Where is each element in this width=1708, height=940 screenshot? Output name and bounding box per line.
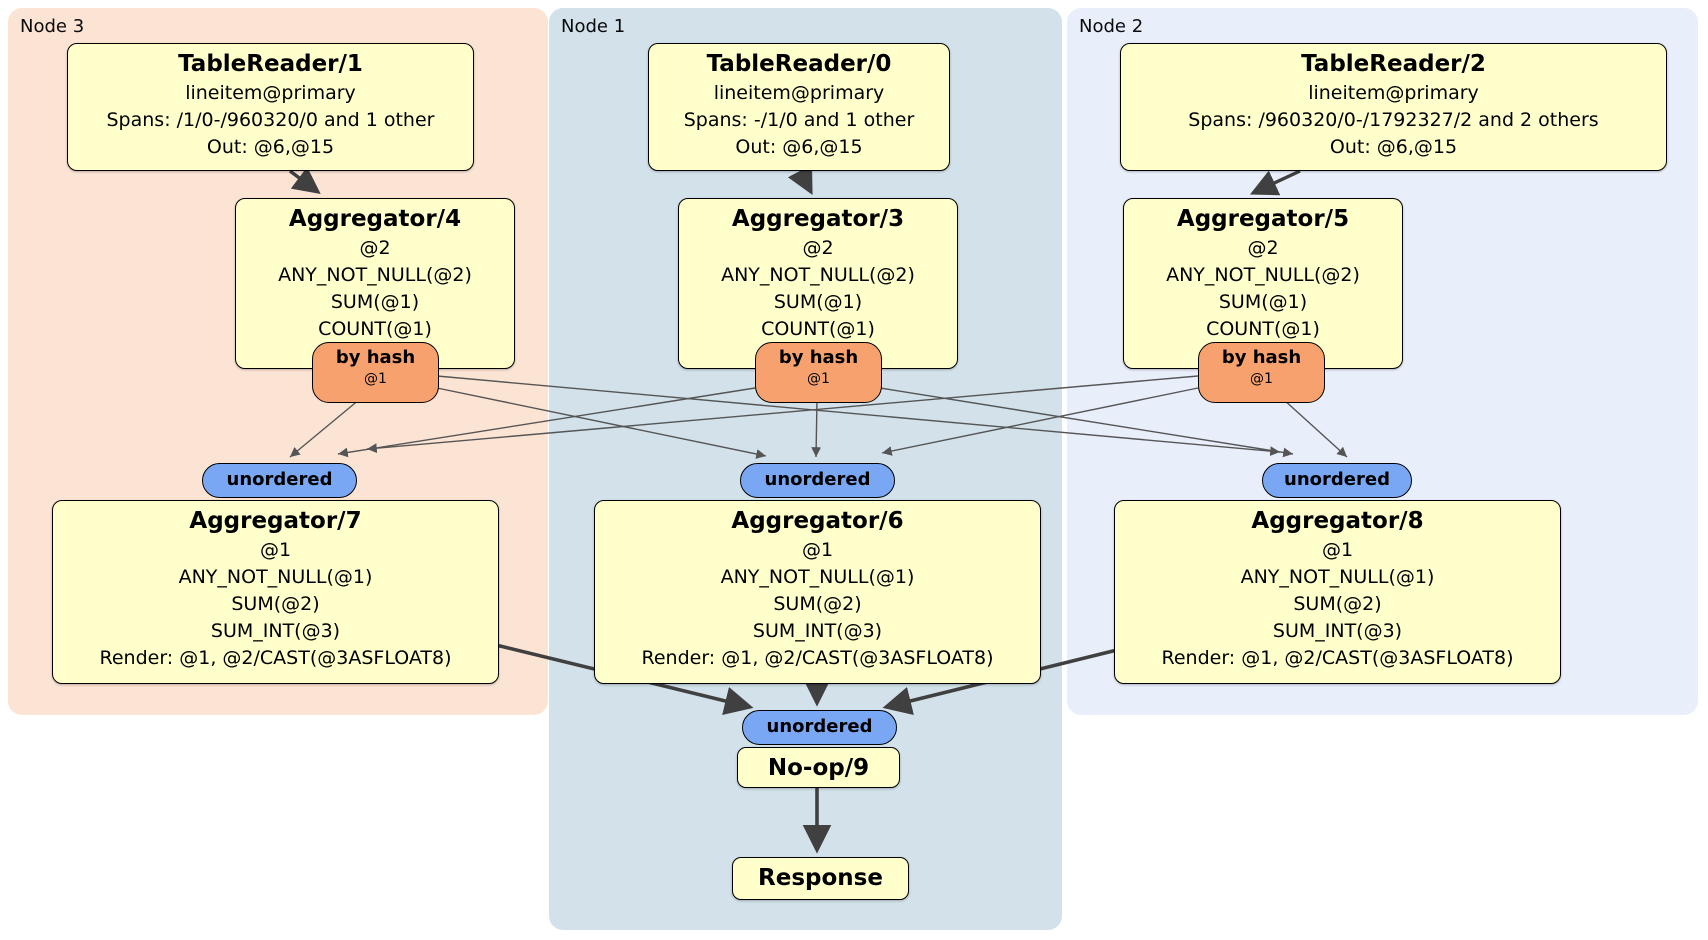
processor-title: Aggregator/3 [731,206,905,232]
processor-detail: SUM_INT(@3) [1272,620,1403,642]
processor-detail: ANY_NOT_NULL(@1) [1240,566,1435,588]
processor-detail: Render: @1, @2/CAST(@3ASFLOAT8) [99,647,452,669]
processor-detail: SUM_INT(@3) [210,620,341,642]
router-by-hash-left: by hash @1 [312,342,439,403]
processor-detail: SUM(@1) [1218,291,1308,313]
processor-detail: Out: @6,@15 [206,136,335,158]
router-label: by hash [335,347,416,368]
processor-detail: @2 [802,237,834,259]
processor-title: Aggregator/4 [288,206,462,232]
processor-detail: SUM(@2) [231,593,320,615]
processor-detail: @1 [259,539,292,561]
processor-detail: SUM(@1) [330,291,420,313]
processor-detail: lineitem@primary [713,82,885,104]
router-by-hash-middle: by hash @1 [755,342,882,403]
processor-noop-9: No-op/9 [737,747,900,788]
processor-detail: @1 [1321,539,1354,561]
processor-title: TableReader/1 [178,51,363,77]
processor-detail: SUM(@2) [1293,593,1382,615]
router-detail: @1 [1250,371,1273,387]
processor-detail: @1 [801,539,834,561]
processor-detail: COUNT(@1) [761,318,875,340]
processor-title: Aggregator/8 [1251,508,1424,534]
sync-unordered-right: unordered [1262,463,1412,498]
router-detail: @1 [364,371,387,387]
region-node-2-label: Node 2 [1079,16,1144,37]
processor-aggregator-4: Aggregator/4 @2 ANY_NOT_NULL(@2) SUM(@1)… [235,198,515,369]
router-label: by hash [778,347,859,368]
processor-aggregator-8: Aggregator/8 @1 ANY_NOT_NULL(@1) SUM(@2)… [1114,500,1561,684]
processor-detail: COUNT(@1) [1206,318,1320,340]
processor-title: Aggregator/7 [189,508,362,534]
sync-unordered-middle: unordered [740,463,895,498]
processor-detail: Render: @1, @2/CAST(@3ASFLOAT8) [1161,647,1514,669]
processor-title: No-op/9 [767,755,870,781]
processor-detail: @2 [359,237,391,259]
processor-detail: COUNT(@1) [318,318,432,340]
processor-detail: Spans: /960320/0-/1792327/2 and 2 others [1188,109,1599,131]
processor-aggregator-3: Aggregator/3 @2 ANY_NOT_NULL(@2) SUM(@1)… [678,198,958,369]
sync-unordered-final: unordered [742,710,897,745]
processor-detail: SUM(@1) [773,291,863,313]
processor-detail: @2 [1247,237,1279,259]
processor-detail: SUM(@2) [773,593,862,615]
sync-unordered-left: unordered [202,463,357,498]
region-node-1-label: Node 1 [561,16,626,37]
processor-response: Response [732,857,909,900]
processor-aggregator-6: Aggregator/6 @1 ANY_NOT_NULL(@1) SUM(@2)… [594,500,1041,684]
router-detail: @1 [807,371,830,387]
processor-detail: ANY_NOT_NULL(@2) [721,264,915,286]
processor-title: Aggregator/6 [731,508,904,534]
processor-tablereader-0: TableReader/0 lineitem@primary Spans: -/… [648,43,950,171]
processor-title: TableReader/0 [706,51,892,77]
processor-title: Response [758,865,883,891]
processor-title: TableReader/2 [1301,51,1486,77]
router-label: by hash [1221,347,1302,368]
processor-detail: ANY_NOT_NULL(@1) [178,566,373,588]
processor-detail: Render: @1, @2/CAST(@3ASFLOAT8) [641,647,994,669]
processor-detail: lineitem@primary [1308,82,1479,104]
processor-detail: SUM_INT(@3) [752,620,883,642]
router-by-hash-right: by hash @1 [1198,342,1325,403]
processor-detail: Spans: -/1/0 and 1 other [683,109,915,131]
processor-aggregator-5: Aggregator/5 @2 ANY_NOT_NULL(@2) SUM(@1)… [1123,198,1403,369]
processor-aggregator-7: Aggregator/7 @1 ANY_NOT_NULL(@1) SUM(@2)… [52,500,499,684]
processor-detail: Out: @6,@15 [1329,136,1458,158]
processor-detail: ANY_NOT_NULL(@2) [1166,264,1360,286]
processor-detail: Out: @6,@15 [735,136,863,158]
processor-detail: lineitem@primary [185,82,356,104]
processor-tablereader-1: TableReader/1 lineitem@primary Spans: /1… [67,43,474,171]
processor-detail: ANY_NOT_NULL(@2) [278,264,472,286]
processor-detail: ANY_NOT_NULL(@1) [720,566,915,588]
processor-title: Aggregator/5 [1176,206,1350,232]
region-node-3-label: Node 3 [20,16,85,37]
processor-tablereader-2: TableReader/2 lineitem@primary Spans: /9… [1120,43,1667,171]
processor-detail: Spans: /1/0-/960320/0 and 1 other [106,109,435,131]
